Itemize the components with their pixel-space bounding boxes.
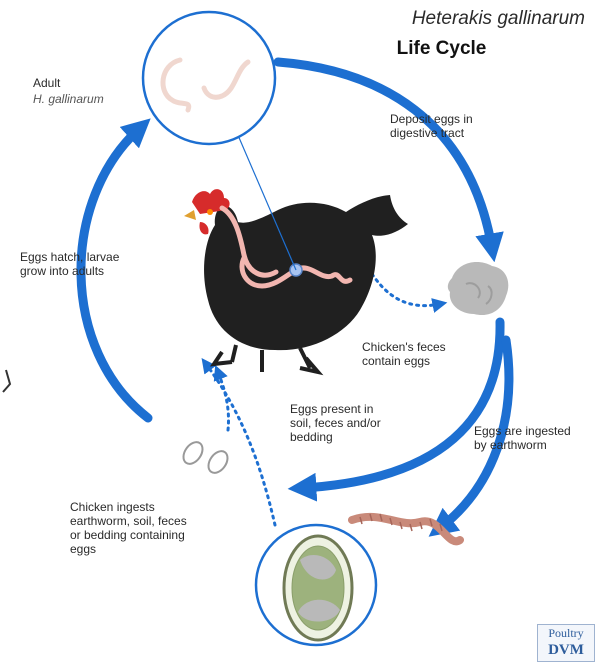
egg-2: [205, 448, 232, 477]
label-adult-species: H. gallinarum: [33, 92, 104, 106]
label-deposit-eggs: Deposit eggs in digestive tract: [390, 112, 473, 140]
label-eggs-ingested-earthworm: Eggs are ingested by earthworm: [474, 424, 571, 452]
dotted-arrow-chicken-to-feces: [365, 262, 440, 306]
label-chicken-ingests: Chicken ingests earthworm, soil, feces o…: [70, 500, 187, 556]
dotted-arrow-eggs-to-chicken: [218, 372, 229, 430]
logo-line1: Poultry: [538, 625, 594, 641]
label-eggs-in-soil: Eggs present in soil, feces and/or beddi…: [290, 402, 381, 444]
logo-line2: DVM: [538, 641, 594, 659]
diagram-title: Life Cycle: [330, 38, 553, 60]
edge-fragment: [3, 370, 10, 392]
label-adult: Adult: [33, 76, 60, 90]
poultry-dvm-logo: Poultry DVM: [537, 624, 595, 662]
dotted-arrow-earthworm-to-chicken: [206, 364, 275, 525]
diagram-title-scientific-name: Heterakis gallinarum: [330, 8, 585, 30]
label-eggs-hatch: Eggs hatch, larvae grow into adults: [20, 250, 119, 278]
label-feces-contain-eggs: Chicken's feces contain eggs: [362, 340, 446, 368]
egg-1: [180, 439, 207, 468]
